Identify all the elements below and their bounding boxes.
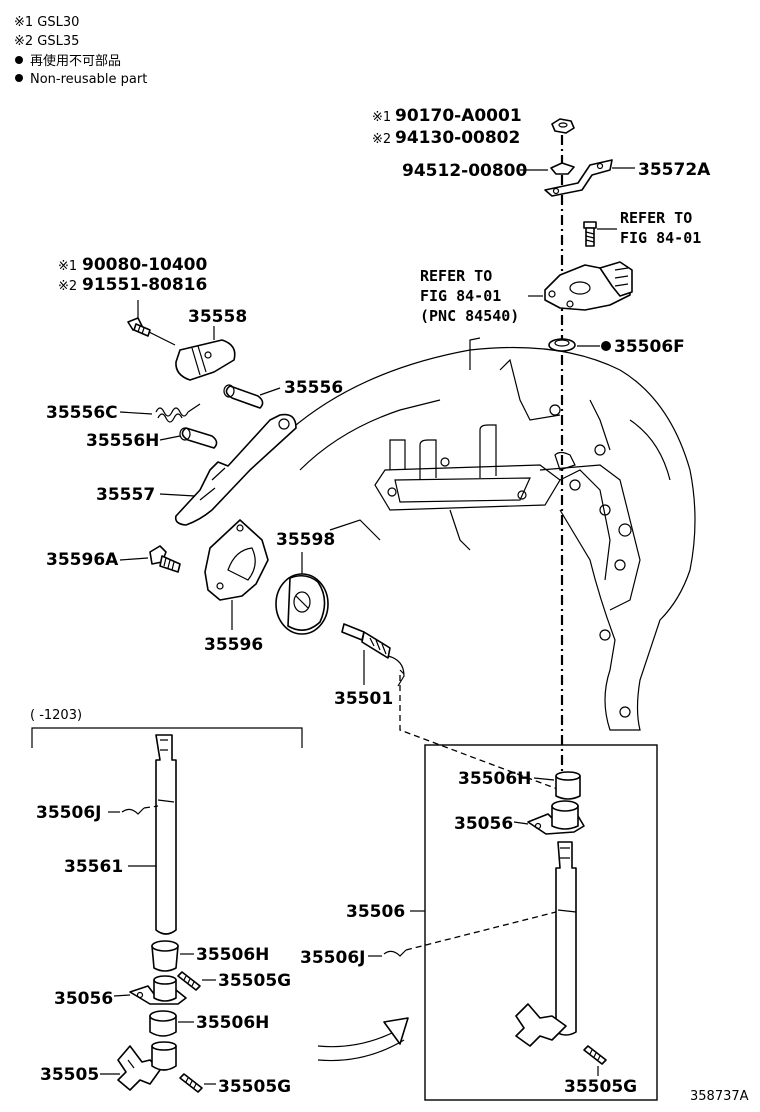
label-refer-b3: (PNC 84540) <box>420 307 519 325</box>
non-reusable-icon <box>601 341 611 351</box>
legend: ※1 GSL30 ※2 GSL35 再使用不可部品 Non-reusable p… <box>14 15 147 87</box>
part-spring-35556C <box>155 403 201 423</box>
label-range: ( -1203) <box>30 708 82 723</box>
part-clip-35506J-left <box>121 805 159 815</box>
label-35556: 35556 <box>284 378 343 398</box>
label-35556H: 35556H <box>86 431 159 451</box>
label-35505G-right: 35505G <box>564 1077 637 1097</box>
label-35506F: 35506F <box>614 337 685 357</box>
part-pin-35556 <box>223 384 264 409</box>
label-91551: 91551-80816 <box>82 275 207 295</box>
label-35506H-left-a: 35506H <box>196 945 269 965</box>
bullet-icon <box>15 74 23 82</box>
part-collar-35506H-left-a <box>151 940 179 972</box>
label-refer-a2: FIG 84-01 <box>620 229 701 247</box>
part-plate-35596 <box>204 519 269 601</box>
label-35506H-right: 35506H <box>458 769 531 789</box>
part-bolt-35596A <box>149 545 181 573</box>
label-94512: 94512-00800 <box>402 161 528 181</box>
rod-guide-line <box>399 675 561 791</box>
svg-text:※2: ※2 <box>58 279 77 294</box>
label-35056-right: 35056 <box>454 814 513 834</box>
part-lever-35557 <box>174 413 297 526</box>
part-pin-35505G-right <box>583 1045 607 1065</box>
part-pin-35505G-left-a <box>177 971 201 991</box>
svg-text:※1: ※1 <box>372 110 391 125</box>
part-plate-35572A <box>544 159 613 197</box>
label-35506J-right: 35506J <box>300 948 365 968</box>
label-35506H-left-b: 35506H <box>196 1013 269 1033</box>
label-35505-left: 35505 <box>40 1065 99 1085</box>
label-35505G-left-a: 35505G <box>218 971 291 991</box>
label-refer-b2: FIG 84-01 <box>420 287 501 305</box>
label-refer-a1: REFER TO <box>620 209 692 227</box>
label-35596A: 35596A <box>46 550 119 570</box>
label-35506J-left: 35506J <box>36 803 101 823</box>
label-90170: 90170-A0001 <box>395 106 522 126</box>
part-lever-35056-left <box>129 975 187 1005</box>
label-35556C: 35556C <box>46 403 118 423</box>
label-90080: 90080-10400 <box>82 255 208 275</box>
curved-arrow-icon <box>317 1017 409 1062</box>
label-35557: 35557 <box>96 485 155 505</box>
label-35572A: 35572A <box>638 160 711 180</box>
part-lever-35056-right <box>527 800 585 835</box>
part-clip-35506J-right <box>383 911 557 957</box>
part-detent-spring-35558 <box>175 339 236 381</box>
label-35598: 35598 <box>276 530 335 550</box>
assembly-box <box>424 744 658 1101</box>
part-nut-90170 <box>551 118 575 134</box>
label-35558: 35558 <box>188 307 247 327</box>
label-35561: 35561 <box>64 857 123 877</box>
label-refer-b1: REFER TO <box>420 267 492 285</box>
part-oil-seal-35506F <box>548 338 576 352</box>
label-35505G-left-b: 35505G <box>218 1077 291 1097</box>
range-bracket <box>31 727 303 748</box>
part-neutral-switch <box>544 261 633 311</box>
part-lever-35505-left <box>117 1041 177 1091</box>
legend-note-4: Non-reusable part <box>30 72 147 87</box>
legend-note-2: ※2 GSL35 <box>14 34 79 49</box>
legend-note-1: ※1 GSL30 <box>14 15 79 30</box>
part-manual-valve-rod-35501 <box>341 623 405 687</box>
label-35596: 35596 <box>204 635 263 655</box>
legend-note-3: 再使用不可部品 <box>30 53 121 69</box>
part-pin-35505G-left-b <box>179 1073 203 1093</box>
part-bolt <box>583 221 597 247</box>
figure-number: 358737A <box>690 1089 749 1104</box>
label-35056-left: 35056 <box>54 989 113 1009</box>
label-35506-right: 35506 <box>346 902 405 922</box>
transmission-housing <box>289 337 696 731</box>
part-manual-valve-lever-35598 <box>275 573 329 635</box>
part-shaft-35561 <box>155 734 177 935</box>
bullet-icon <box>15 56 23 64</box>
label-35501: 35501 <box>334 689 393 709</box>
svg-text:※2: ※2 <box>372 132 391 147</box>
part-bolt-90080 <box>127 317 151 337</box>
part-shaft-35506 <box>515 841 577 1047</box>
part-collar-35556H <box>179 427 218 449</box>
part-washer-94512 <box>550 162 575 175</box>
part-collar-35506H-right <box>555 771 581 800</box>
svg-text:※1: ※1 <box>58 259 77 274</box>
part-collar-35506H-left-b <box>149 1010 177 1037</box>
label-94130: 94130-00802 <box>395 128 520 148</box>
